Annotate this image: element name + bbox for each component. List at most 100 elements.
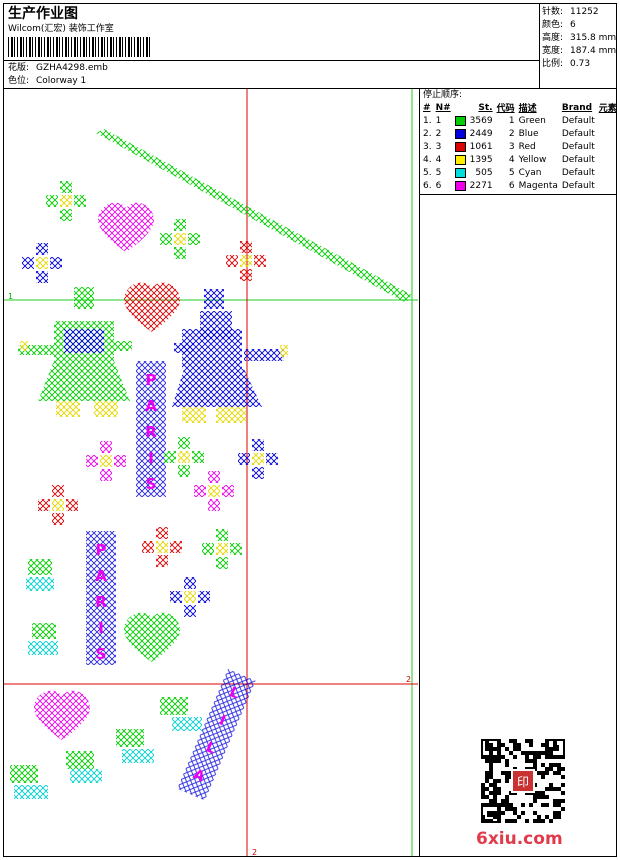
spec-label: 比例: (542, 59, 564, 69)
flower-motif (226, 241, 266, 281)
figure-right (172, 289, 288, 423)
cell-st: 3569 (453, 114, 495, 127)
cell-n: 2 (435, 128, 442, 139)
spec-label: 针数: (542, 7, 564, 17)
cell-code: 1 (508, 115, 515, 126)
col-header: Brand (561, 102, 593, 113)
cell-num: 4. (423, 154, 432, 165)
paris-letter: S (146, 475, 157, 493)
cell-st: 1061 (453, 140, 495, 153)
paris-letter: A (145, 397, 157, 415)
cell-st: 2449 (453, 127, 495, 140)
paris-letter: I (148, 449, 154, 467)
cell-brand: Default (561, 115, 595, 126)
cell-code: 3 (508, 141, 515, 152)
cell-desc: Cyan (518, 167, 542, 178)
cell-element (597, 153, 619, 166)
color-swatch (454, 154, 466, 165)
table-divider (419, 194, 617, 195)
cell-brand: Default (561, 141, 595, 152)
flower-motif (202, 529, 242, 569)
flower-motif (38, 485, 78, 525)
colorway-name: Colorway 1 (36, 76, 87, 86)
paris-banner-lower: P A R I S (86, 531, 116, 665)
paris-letter: I (98, 619, 104, 637)
cell-st: 505 (453, 166, 495, 179)
cell-n: 3 (435, 141, 442, 152)
stop-sequence-title: 停止顺序: (423, 90, 463, 100)
flower-motif (142, 527, 182, 567)
paris-letter: R (95, 593, 107, 611)
sheet-title: 生产作业图 (8, 6, 78, 22)
flower-motifs (22, 181, 278, 617)
color-swatch (454, 180, 466, 191)
cell-code: 5 (508, 167, 515, 178)
cell-st: 1395 (453, 153, 495, 166)
cell-st: 2271 (453, 179, 495, 192)
cell-element (597, 179, 619, 192)
cell-n: 6 (435, 180, 442, 191)
flower-motif (160, 219, 200, 259)
spec-value: 315.8 mm (570, 33, 617, 43)
spec-label: 高度: (542, 33, 564, 43)
color-swatch (454, 115, 466, 126)
qr-code: 印 (481, 739, 565, 823)
seal-stamp (513, 771, 533, 791)
color-swatch (454, 167, 466, 178)
spec-value: 187.4 mm (570, 46, 617, 56)
cell-num: 6. (423, 180, 432, 191)
cell-num: 3. (423, 141, 432, 152)
spec-value: 0.73 (570, 59, 591, 69)
heart-red (124, 282, 180, 332)
flower-motif (86, 441, 126, 481)
panel-divider (419, 88, 420, 857)
cell-num: 5. (423, 167, 432, 178)
design-file: GZHA4298.emb (36, 63, 108, 73)
design-label: 花版: (8, 63, 30, 73)
cell-code: 2 (508, 128, 515, 139)
cell-brand: Default (561, 128, 595, 139)
flower-motif (170, 577, 210, 617)
flower-motif (238, 439, 278, 479)
barcode (8, 37, 150, 57)
cell-code: 4 (508, 154, 515, 165)
cell-element (597, 127, 619, 140)
col-header: 代码 (496, 104, 515, 114)
lila-banner: L I L A (177, 669, 256, 801)
bouquet-motifs (10, 559, 202, 799)
cell-desc: Magenta (518, 180, 558, 191)
table-header-row: # N# St. 代码 描述 Brand 元素 (421, 101, 619, 115)
color-swatch (454, 128, 466, 139)
cell-element (597, 166, 619, 179)
cell-n: 4 (435, 154, 442, 165)
figure-left (18, 287, 132, 417)
flower-motif (46, 181, 86, 221)
company-name: Wilcom(汇宏) 装饰工作室 (8, 24, 114, 34)
cell-element (597, 114, 619, 127)
heart-green (124, 612, 180, 662)
cell-desc: Green (518, 115, 546, 126)
paris-letter: A (95, 567, 107, 585)
paris-letter: R (145, 423, 157, 441)
diagonal-band (96, 129, 412, 303)
seal-text: 印 (517, 775, 529, 789)
spec-divider (539, 4, 540, 88)
flower-motif (164, 437, 204, 477)
paris-letter: P (96, 541, 107, 559)
paris-letter: S (96, 645, 107, 663)
cell-n: 1 (435, 115, 442, 126)
cell-n: 5 (435, 167, 442, 178)
cell-brand: Default (561, 180, 595, 191)
header-divider (4, 88, 617, 89)
cell-brand: Default (561, 154, 595, 165)
cell-element (597, 140, 619, 153)
col-header: # (423, 102, 431, 113)
guide-label-h1: 1 (8, 292, 13, 301)
flower-motif (22, 243, 62, 283)
